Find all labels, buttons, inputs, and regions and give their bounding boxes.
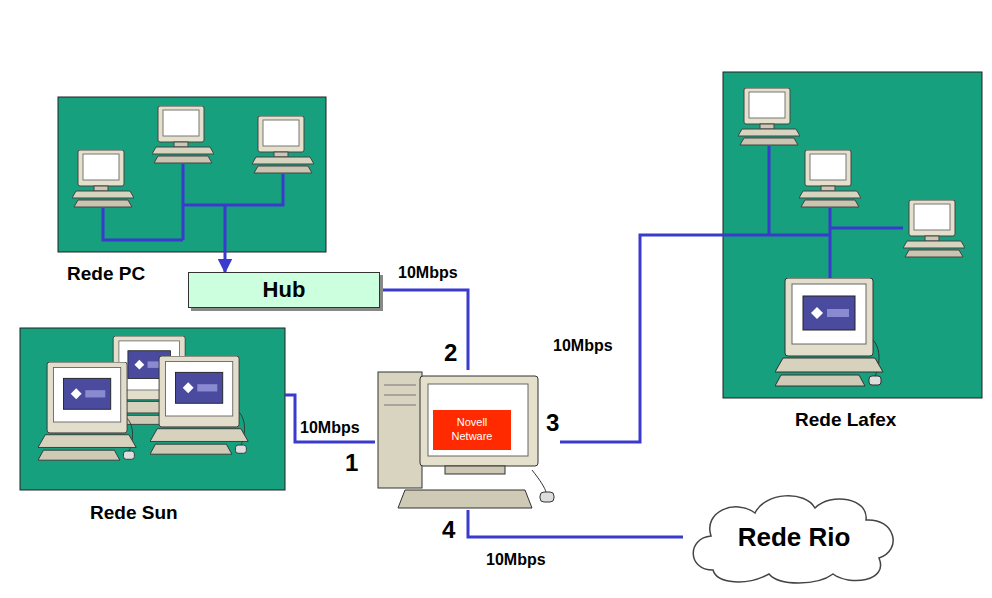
- port-number: 2: [444, 339, 457, 367]
- port-number: 3: [546, 409, 559, 437]
- network-area: Rede Lafex: [723, 72, 982, 398]
- network-link: [380, 290, 468, 370]
- link-speed: 10Mbps: [300, 419, 360, 437]
- link-speed: 10Mbps: [553, 337, 613, 355]
- pc-icon: [738, 88, 800, 145]
- network-name: Rede PC: [67, 263, 145, 285]
- network-area: Rede PC: [58, 97, 326, 252]
- port-number: 4: [442, 516, 455, 544]
- server-computer: [378, 372, 554, 508]
- cloud-shape: [693, 496, 893, 583]
- network-area: [58, 97, 326, 252]
- network-cloud: Rede Rio: [683, 488, 905, 586]
- sun-workstation: [150, 356, 248, 454]
- network-name: Rede Sun: [90, 502, 178, 524]
- network-area: Rede Sun: [20, 328, 285, 490]
- pc-icon: [152, 106, 214, 163]
- link-speed: 10Mbps: [398, 264, 458, 282]
- pc-icon: [72, 150, 134, 207]
- sun-workstation: [38, 362, 136, 460]
- pc-icon: [799, 150, 861, 207]
- link-speed: 10Mbps: [486, 551, 546, 569]
- pc-icon: [903, 200, 965, 257]
- network-link: [468, 510, 683, 537]
- lan-wire: [103, 164, 283, 252]
- server-node: Novell Netware: [375, 370, 560, 510]
- network-link: [285, 395, 375, 442]
- hub-box: Hub: [188, 272, 380, 308]
- screen-label: Novell Netware: [433, 410, 511, 450]
- sun-workstation: [775, 278, 883, 386]
- port-number: 1: [345, 449, 358, 477]
- node-label: Rede Rio: [738, 522, 851, 553]
- pc-icon: [252, 116, 314, 173]
- lan-wire: [723, 146, 903, 280]
- network-name: Rede Lafex: [795, 409, 896, 431]
- network-area: [20, 328, 285, 490]
- node-label: Hub: [263, 277, 306, 303]
- network-area: [723, 72, 982, 398]
- network-link: [224, 252, 227, 272]
